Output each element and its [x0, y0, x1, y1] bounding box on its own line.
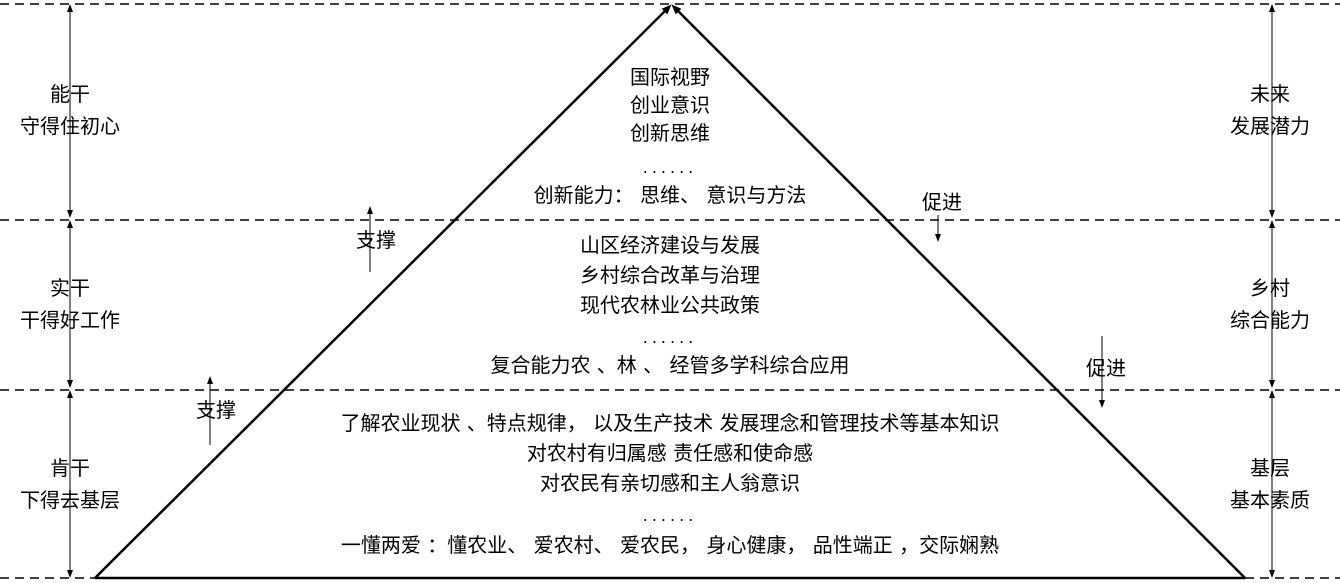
top-layer-dots: ...... [642, 158, 698, 177]
top-layer-item-2: 创业意识 [630, 93, 710, 117]
bottom-layer-dots: ...... [642, 506, 698, 525]
left-label-middle-line2: 干得好工作 [20, 308, 120, 332]
pyramid-left-edge [94, 4, 672, 579]
bottom-layer-item-1: 了解农业现状 、特点规律， 以及生产技术 发展理念和管理技术等基本知识 [340, 411, 1000, 435]
right-label-middle: 乡村 综合能力 [1200, 272, 1340, 336]
middle-layer-item-1: 山区经济建设与发展 [580, 233, 760, 257]
right-label-bottom-line1: 基层 [1250, 456, 1290, 480]
pyramid-right-edge [671, 4, 1246, 579]
left-label-middle-line1: 实干 [50, 276, 90, 300]
left-label-bottom: 肯干 下得去基层 [0, 452, 140, 516]
left-label-top: 能干 守得住初心 [0, 78, 140, 142]
middle-layer-item-3: 现代农林业公共政策 [580, 293, 760, 317]
middle-layer-summary: 复合能力农 、林 、 经管多学科综合应用 [490, 353, 850, 377]
promote-label-upper: 促进 [922, 190, 962, 214]
middle-layer-dots: ...... [642, 328, 698, 347]
right-label-top-line2: 发展潜力 [1230, 114, 1310, 138]
right-label-top-line1: 未来 [1250, 82, 1290, 106]
right-label-middle-line1: 乡村 [1250, 276, 1290, 300]
support-label-lower: 支撑 [196, 398, 236, 422]
right-label-bottom-line2: 基本素质 [1230, 488, 1310, 512]
support-label-upper: 支撑 [356, 228, 396, 252]
left-label-middle: 实干 干得好工作 [0, 272, 140, 336]
left-label-top-line2: 守得住初心 [20, 114, 120, 138]
left-label-bottom-line1: 肯干 [50, 456, 90, 480]
right-label-middle-line2: 综合能力 [1230, 308, 1310, 332]
right-label-top: 未来 发展潜力 [1200, 78, 1340, 142]
top-layer-summary: 创新能力： 思维、 意识与方法 [533, 183, 807, 207]
bottom-layer-item-3: 对农民有亲切感和主人翁意识 [540, 471, 800, 495]
middle-layer-item-2: 乡村综合改革与治理 [580, 263, 760, 287]
bottom-layer-item-2: 对农村有归属感 责任感和使命感 [526, 441, 814, 465]
promote-label-lower: 促进 [1086, 356, 1126, 380]
right-label-bottom: 基层 基本素质 [1200, 452, 1340, 516]
left-label-top-line1: 能干 [50, 82, 90, 106]
left-label-bottom-line2: 下得去基层 [20, 488, 120, 512]
top-layer-item-3: 创新思维 [630, 121, 710, 145]
top-layer-item-1: 国际视野 [630, 65, 710, 89]
bottom-layer-summary: 一懂两爱 ：懂农业、 爱农村、 爱农民， 身心健康， 品性端正 ，交际娴熟 [340, 533, 1000, 557]
